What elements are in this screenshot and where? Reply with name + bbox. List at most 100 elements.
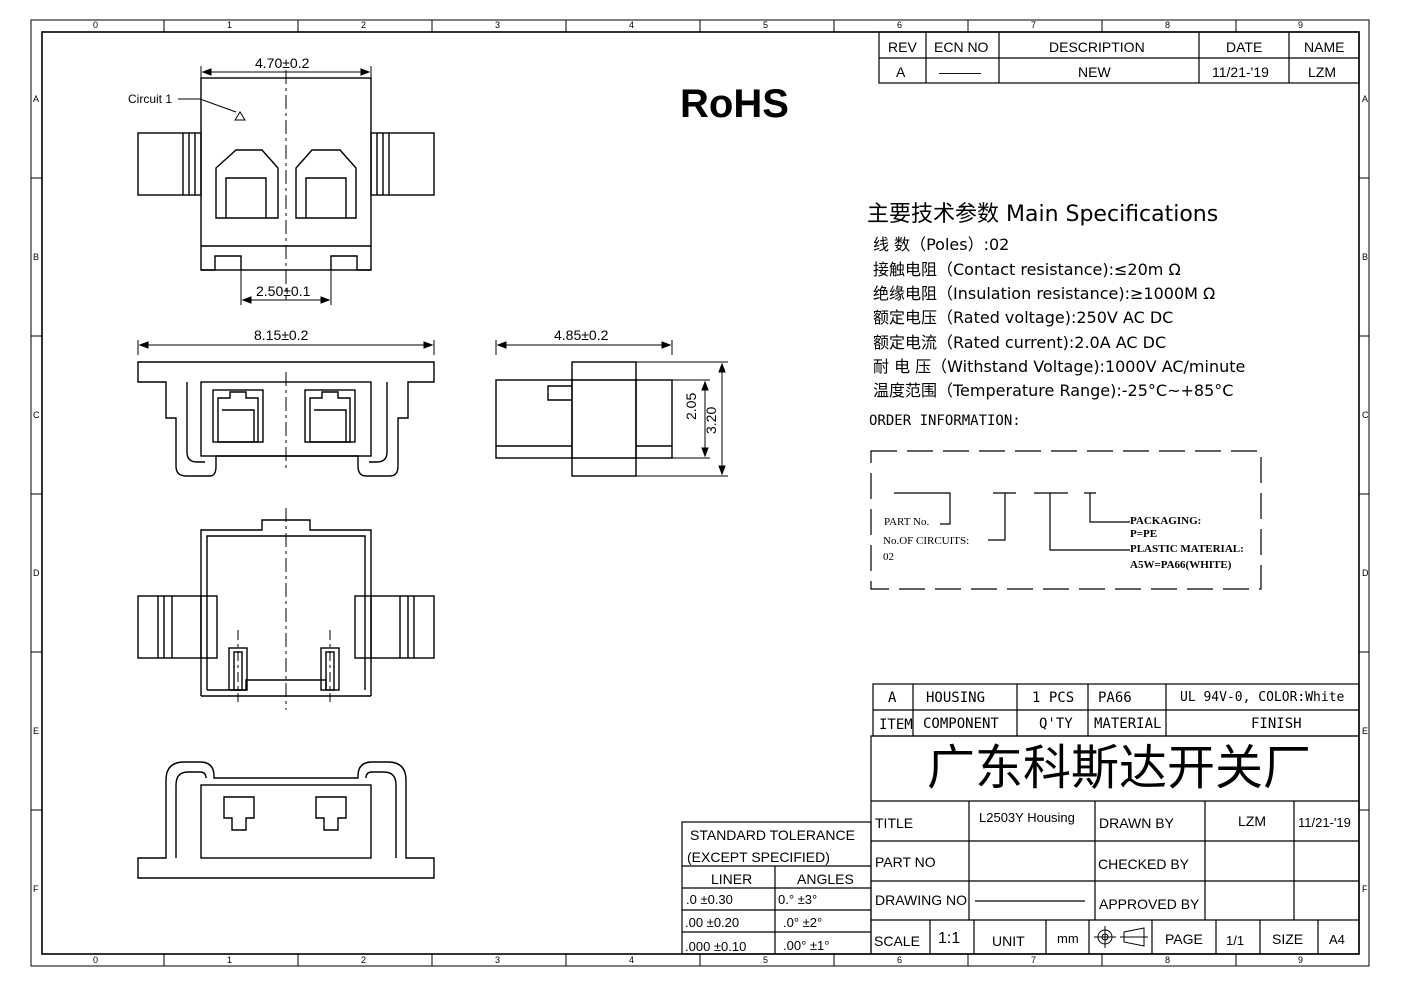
tolerance-angle-3: .00° ±1° <box>783 938 830 953</box>
rev-value: A <box>896 64 906 80</box>
bom-finish: UL 94V-0, COLOR:White <box>1180 690 1345 705</box>
description-header: DESCRIPTION <box>1049 39 1145 55</box>
row-label-e-right: E <box>1362 726 1369 736</box>
tolerance-liner-3: .000 ±0.10 <box>685 939 747 954</box>
col-label-2: 2 <box>361 20 367 30</box>
bottom-view <box>137 508 435 710</box>
ecn-header: ECN NO <box>934 39 989 55</box>
scale-value: 1:1 <box>938 930 961 947</box>
title-label: TITLE <box>875 815 914 831</box>
drawn-by-label: DRAWN BY <box>1099 815 1174 831</box>
order-packaging: PACKAGING: <box>1130 515 1202 527</box>
order-packaging-value: P=PE <box>1130 528 1158 540</box>
date-header: DATE <box>1226 39 1263 55</box>
bom-finish-header: FINISH <box>1251 716 1302 732</box>
spec-temperature-range: 温度范围（Temperature Range):-25°C~+85°C <box>873 381 1234 400</box>
title-value: L2503Y Housing <box>979 810 1075 825</box>
drawn-date: 11/21-'19 <box>1298 815 1351 830</box>
spec-insulation-resistance: 绝缘电阻（Insulation resistance):≥1000M Ω <box>873 284 1216 303</box>
page-value: 1/1 <box>1226 933 1245 948</box>
title-block-lines <box>870 735 1360 955</box>
checked-by-label: CHECKED BY <box>1098 856 1190 872</box>
tolerance-angle-1: 0.° ±3° <box>778 892 818 907</box>
col-label-7-bottom: 7 <box>1031 955 1037 965</box>
col-label-1-bottom: 1 <box>227 955 233 965</box>
bom-item-header: ITEM <box>879 717 913 733</box>
size-label: SIZE <box>1272 931 1304 947</box>
spec-withstand-voltage: 耐 电 压（Withstand Voltage):1000V AC/minute <box>873 357 1246 376</box>
dim-pitch: 2.50±0.1 <box>256 283 311 299</box>
tolerance-angle-2: .0° ±2° <box>783 915 823 930</box>
col-label-8-bottom: 8 <box>1165 955 1171 965</box>
row-label-b-right: B <box>1362 252 1369 262</box>
tolerance-table-lines <box>681 821 872 955</box>
order-material-value: A5W=PA66(WHITE) <box>1130 559 1232 571</box>
col-label-8: 8 <box>1165 20 1171 30</box>
order-circuits: No.OF CIRCUITS: <box>883 535 970 547</box>
front-view <box>137 340 435 477</box>
rohs-mark: RoHS <box>680 82 789 126</box>
col-label-6-bottom: 6 <box>897 955 903 965</box>
bom-material-header: MATERIAL <box>1094 716 1162 732</box>
col-label-1: 1 <box>227 20 233 30</box>
rev-header: REV <box>888 39 917 55</box>
tolerance-title: STANDARD TOLERANCE <box>690 827 855 843</box>
dim-top-width: 4.70±0.2 <box>255 55 310 71</box>
col-label-9: 9 <box>1298 20 1304 30</box>
spec-rated-voltage: 额定电压（Rated voltage):250V AC DC <box>873 308 1174 327</box>
row-label-a: A <box>33 94 40 104</box>
row-label-b: B <box>33 252 40 262</box>
row-label-c: C <box>33 410 40 420</box>
col-label-4-bottom: 4 <box>629 955 635 965</box>
projection-symbol-icon <box>1094 926 1148 948</box>
col-label-2-bottom: 2 <box>361 955 367 965</box>
tolerance-angles-header: ANGLES <box>797 871 854 887</box>
specs-title: 主要技术参数 Main Specifications <box>867 202 1219 227</box>
col-label-9-bottom: 9 <box>1298 955 1304 965</box>
order-circuits-value: 02 <box>883 551 894 563</box>
bom-component: HOUSING <box>926 690 986 706</box>
row-label-a-right: A <box>1362 94 1369 104</box>
col-label-4: 4 <box>629 20 635 30</box>
size-value: A4 <box>1329 932 1345 947</box>
circuit-1-marker <box>234 111 246 121</box>
name-value: LZM <box>1308 64 1336 80</box>
order-diagram-lines <box>870 450 1262 590</box>
bom-item: A <box>888 690 897 706</box>
unit-value: mm <box>1057 931 1079 946</box>
tolerance-liner-2: .00 ±0.20 <box>685 915 740 930</box>
row-label-c-right: C <box>1362 410 1369 420</box>
bom-material: PA66 <box>1098 690 1132 706</box>
ecn-value: ——— <box>939 64 981 80</box>
col-label-5-bottom: 5 <box>763 955 769 965</box>
drawing-no-label: DRAWING NO <box>875 892 968 908</box>
order-part-no: PART No. <box>884 516 930 528</box>
date-value: 11/21-'19 <box>1212 64 1269 80</box>
circuit-1-label: Circuit 1 <box>128 92 173 106</box>
spec-rated-current: 额定电流（Rated current):2.0A AC DC <box>873 333 1167 352</box>
bom-qty: 1 PCS <box>1032 690 1075 706</box>
tolerance-subtitle: (EXCEPT SPECIFIED) <box>687 849 830 865</box>
row-label-d-right: D <box>1362 568 1369 578</box>
col-label-6: 6 <box>897 20 903 30</box>
dim-front-width: 8.15±0.2 <box>254 327 309 343</box>
tolerance-liner-header: LINER <box>711 871 753 887</box>
dim-height-outer: 3.20 <box>703 406 719 434</box>
dim-side-width: 4.85±0.2 <box>554 327 609 343</box>
scale-label: SCALE <box>874 933 920 949</box>
bom-qty-header: Q'TY <box>1039 716 1073 732</box>
col-label-3-bottom: 3 <box>495 955 501 965</box>
spec-contact-resistance: 接触电阻（Contact resistance):≤20m Ω <box>873 260 1181 279</box>
rear-view <box>137 761 435 879</box>
tolerance-liner-1: .0 ±0.30 <box>686 892 733 907</box>
row-label-d: D <box>33 568 40 578</box>
part-no-label: PART NO <box>875 854 936 870</box>
approved-by-label: APPROVED BY <box>1099 896 1200 912</box>
company-name: 广东科斯达开关厂 <box>927 740 1312 796</box>
row-label-e: E <box>33 726 40 736</box>
col-label-7: 7 <box>1031 20 1037 30</box>
col-label-5: 5 <box>763 20 769 30</box>
drawn-by-value: LZM <box>1238 813 1266 829</box>
order-heading: ORDER INFORMATION: <box>869 413 1021 429</box>
